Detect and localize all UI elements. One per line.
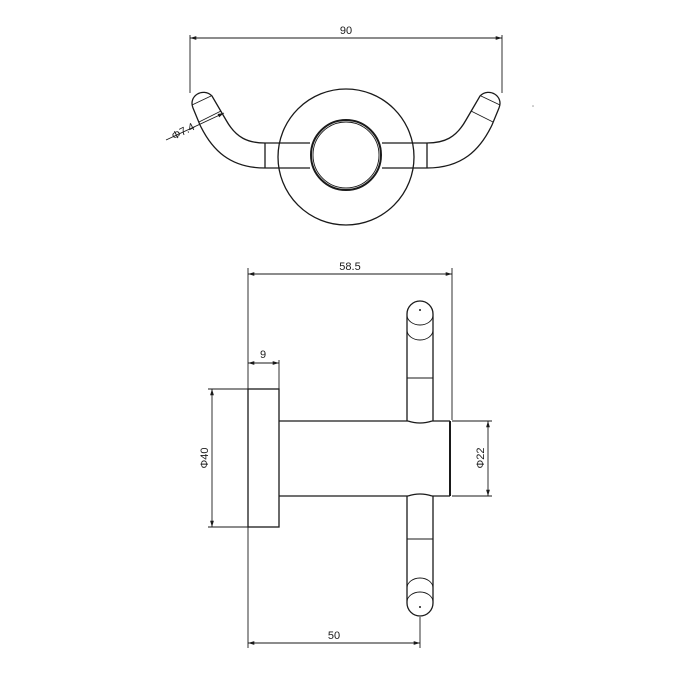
upper-hook-pin xyxy=(406,300,434,421)
dimension-label-7-4: Φ7.4 xyxy=(170,121,197,143)
top-view: 90 Φ7.4 xyxy=(165,25,534,226)
dimension-overall-depth: 58.5 xyxy=(247,261,453,648)
base-plate-outline xyxy=(277,88,415,226)
dimension-label-9: 9 xyxy=(260,349,266,361)
dimension-hook-offset: 50 xyxy=(248,617,421,648)
dimension-label-22: Φ22 xyxy=(475,447,487,468)
base-plate xyxy=(247,388,280,528)
central-boss xyxy=(310,119,382,191)
dimension-hook-diameter: Φ7.4 xyxy=(165,112,225,143)
hook-arms xyxy=(191,91,501,169)
dimension-body-diameter: Φ22 xyxy=(452,420,492,497)
stray-dot xyxy=(532,105,534,107)
side-view: 58.5 9 Φ40 xyxy=(199,261,492,648)
dimension-overall-width: 90 xyxy=(189,25,503,93)
dimension-base-diameter: Φ40 xyxy=(199,388,248,528)
dimension-label-40: Φ40 xyxy=(199,447,211,468)
dimension-base-thickness: 9 xyxy=(248,349,280,390)
dimension-label-58-5: 58.5 xyxy=(339,261,360,273)
dimension-label-50: 50 xyxy=(328,630,340,642)
body-cylinder xyxy=(279,420,451,497)
lower-hook-pin xyxy=(406,496,434,617)
dimension-label-90: 90 xyxy=(340,25,352,37)
central-boss-inner xyxy=(312,121,380,189)
